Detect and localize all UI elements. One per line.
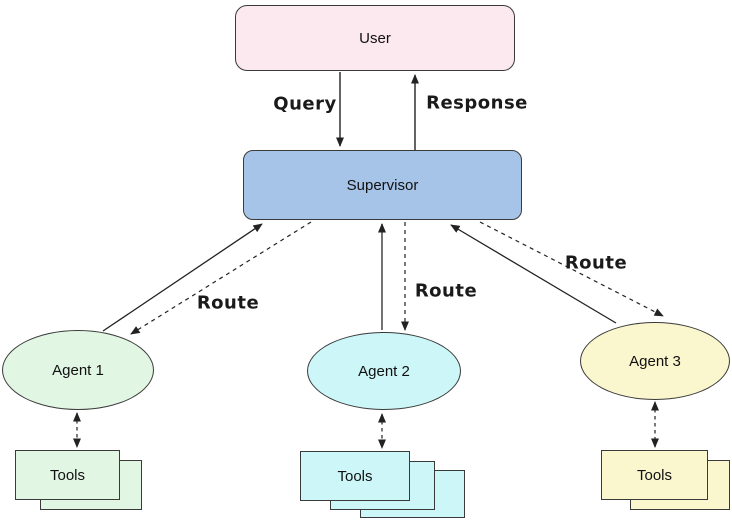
tools1-node: Tools [15, 450, 120, 500]
agent1-node-label: Agent 1 [52, 361, 104, 379]
agent2-node: Agent 2 [307, 332, 461, 410]
tools3-node: Tools [601, 450, 708, 500]
route-label-agent1: Route [196, 292, 260, 314]
route-label-agent3: Route [564, 252, 628, 274]
supervisor-node-label: Supervisor [346, 176, 419, 194]
route-label-agent2: Route [414, 280, 478, 302]
supervisor-node: Supervisor [243, 150, 522, 220]
query-edge-label: Query [273, 93, 337, 115]
tools2-node-label: Tools [337, 467, 373, 485]
tools2-node: Tools [300, 451, 410, 501]
edge-agent1-to-supervisor [102, 223, 263, 332]
agent3-node: Agent 3 [580, 322, 730, 400]
tools3-node-label: Tools [636, 466, 673, 484]
tools1-node-label: Tools [49, 466, 86, 484]
agent2-node-label: Agent 2 [358, 362, 410, 380]
response-edge-label: Response [426, 92, 528, 114]
user-node-label: User [359, 29, 391, 47]
edge-supervisor-route-agent1 [130, 221, 312, 335]
agent3-node-label: Agent 3 [629, 352, 681, 370]
agent1-node: Agent 1 [2, 330, 154, 410]
edge-agent3-to-supervisor [450, 224, 617, 324]
user-node: User [235, 5, 515, 71]
